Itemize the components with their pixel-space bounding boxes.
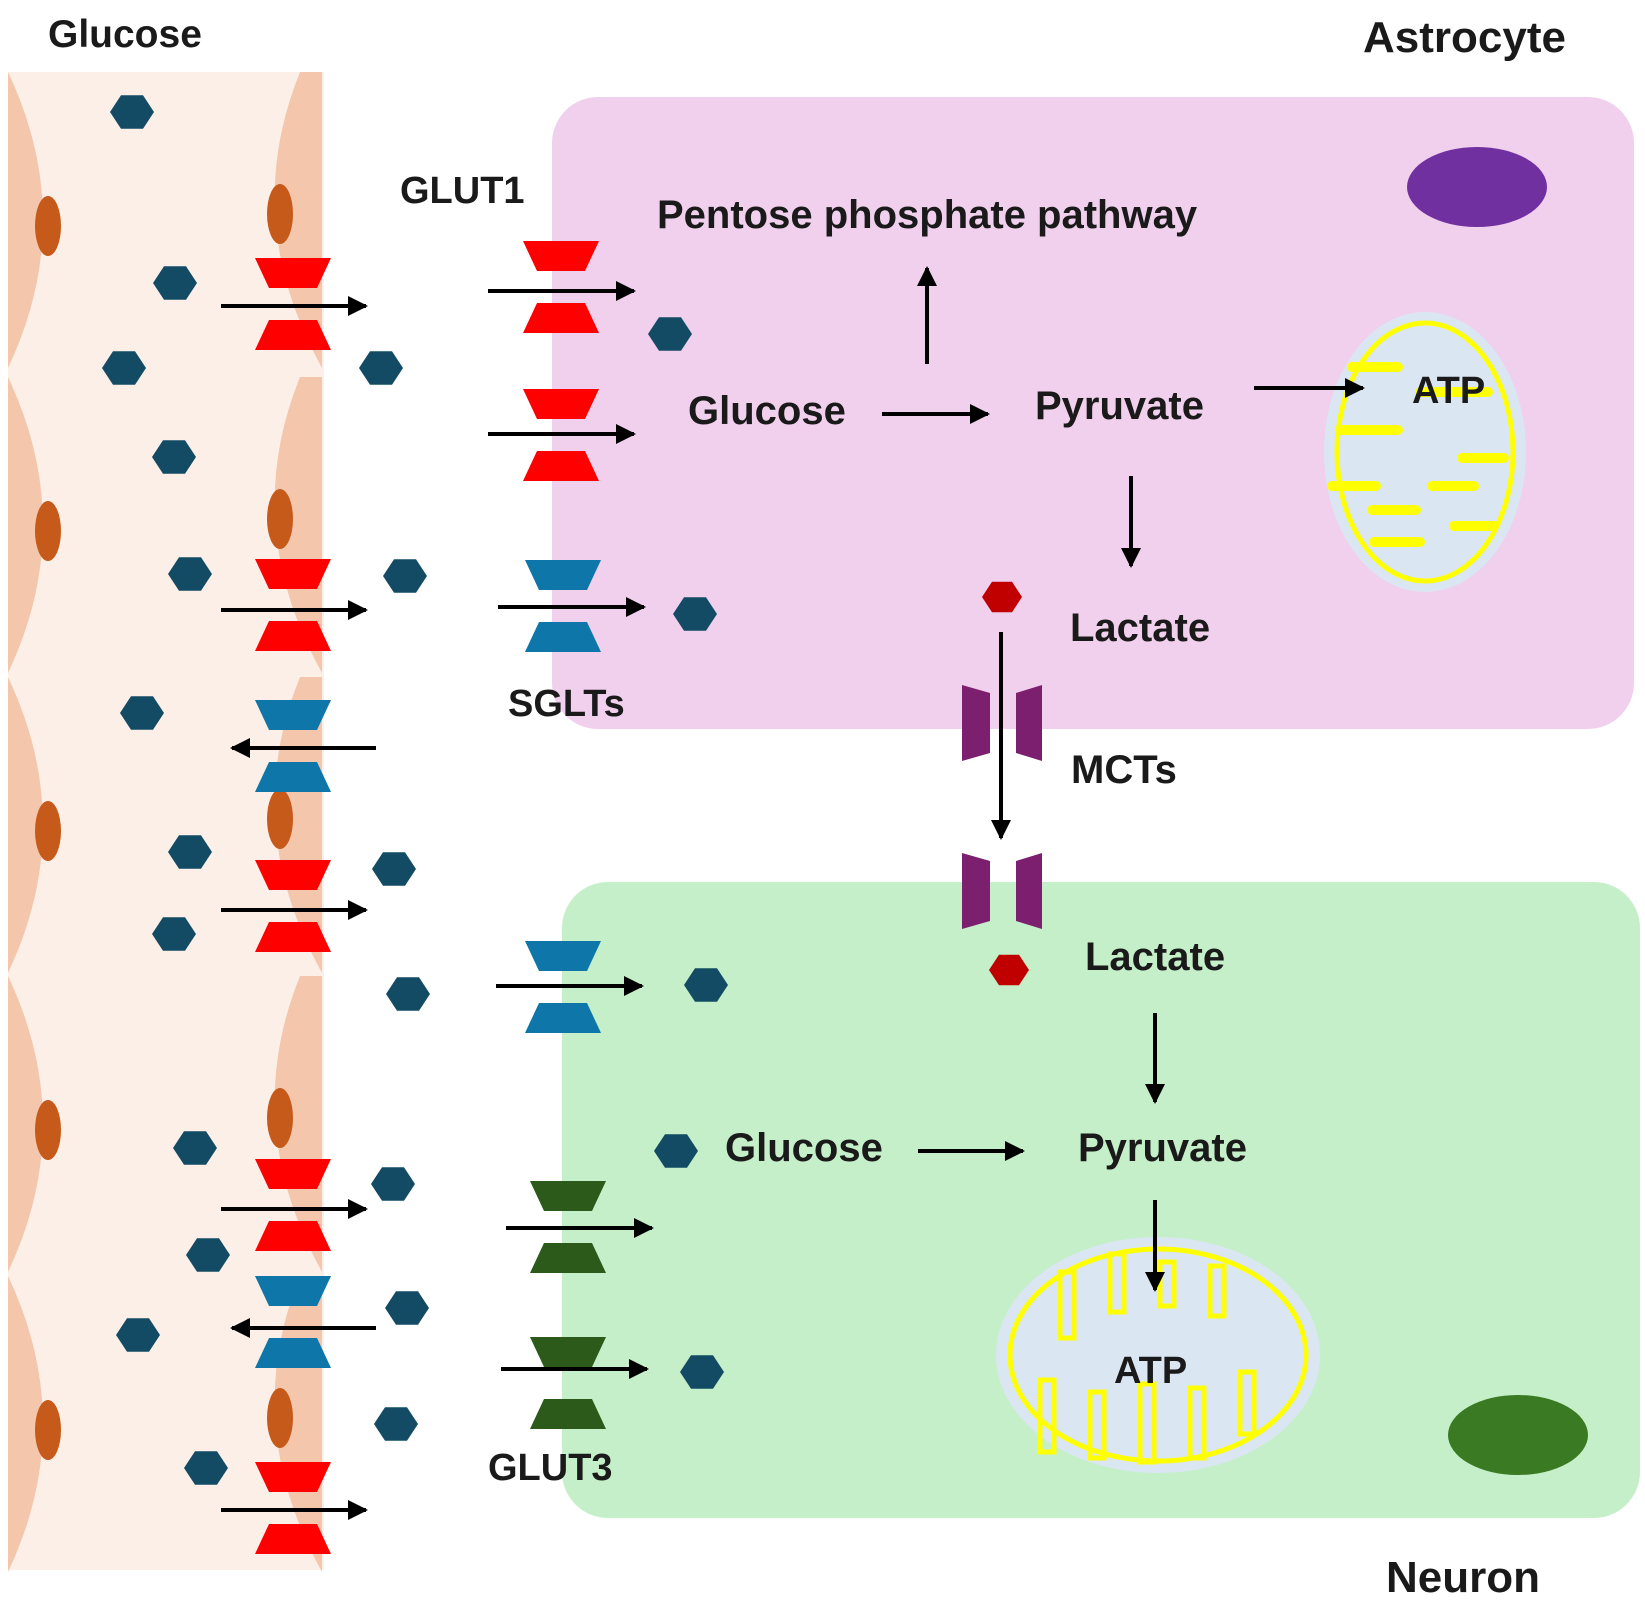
glut3-transporter — [530, 1337, 606, 1429]
endothelial-cell — [274, 976, 322, 1272]
glut1-transporter — [255, 559, 331, 651]
glucose-molecule — [116, 1318, 160, 1352]
endothelial-cell — [274, 377, 322, 673]
glucose-molecule — [173, 1131, 217, 1165]
arrows — [221, 266, 1365, 1520]
sglts-label: SGLTs — [508, 683, 625, 725]
glucose-molecule — [673, 597, 717, 631]
astrocyte-lactate-label: Lactate — [1070, 606, 1210, 650]
glucose-molecule — [186, 1238, 230, 1272]
glucose-molecule — [684, 968, 728, 1002]
glut1-transporter — [523, 241, 599, 333]
endothelial-cell — [8, 1276, 43, 1572]
neuron-lactate-label: Lactate — [1085, 935, 1225, 979]
endothelial-cell — [8, 377, 43, 673]
astrocyte-nucleus — [1407, 147, 1547, 227]
endothelial-nucleus — [35, 501, 61, 561]
astrocyte-body — [552, 97, 1634, 729]
glucose-molecule — [168, 835, 212, 869]
labels: Glucose Astrocyte Neuron GLUT1 SGLTs GLU… — [48, 13, 1566, 1602]
glut1-transporter — [255, 860, 331, 952]
astrocyte-atp-label: ATP — [1412, 370, 1485, 412]
endothelial-nucleus — [35, 1400, 61, 1460]
astrocyte-label: Astrocyte — [1363, 13, 1566, 62]
mct-transporter-neuron — [962, 853, 1042, 929]
glucose-molecule — [153, 266, 197, 300]
glucose-molecule — [372, 852, 416, 886]
endothelial-nucleus — [35, 196, 61, 256]
lactate-molecule — [989, 954, 1029, 986]
neuron-pyruvate-label: Pyruvate — [1078, 1126, 1247, 1170]
glut1-label: GLUT1 — [400, 170, 525, 212]
endothelial-cell — [274, 72, 322, 368]
glucose-molecule — [680, 1355, 724, 1389]
glucose-molecule — [385, 1291, 429, 1325]
glucose-molecule — [110, 95, 154, 129]
glucose-molecule — [168, 557, 212, 591]
glucose-molecule — [102, 351, 146, 385]
glut1-transporter — [255, 258, 331, 350]
glut1-transporter — [255, 1159, 331, 1251]
lactate-molecule — [982, 581, 1022, 613]
endothelial-nucleus — [267, 1088, 293, 1148]
endothelial-nucleus — [267, 1388, 293, 1448]
astrocyte-cell — [552, 97, 1634, 729]
sglt-transporter — [255, 700, 331, 792]
astrocyte-pyruvate-label: Pyruvate — [1035, 384, 1204, 428]
sglt-transporter — [525, 560, 601, 652]
neuron-cell — [562, 882, 1640, 1518]
sglt-transporter — [525, 941, 601, 1033]
endothelial-cell — [274, 677, 322, 973]
glucose-molecule — [386, 977, 430, 1011]
mcts-label: MCTs — [1071, 748, 1177, 792]
glucose-molecule — [184, 1451, 228, 1485]
glucose-molecule — [374, 1407, 418, 1441]
glut3-label: GLUT3 — [488, 1447, 613, 1489]
neuron-label: Neuron — [1386, 1553, 1540, 1602]
neuron-glucose-label: Glucose — [725, 1126, 883, 1170]
transporters — [255, 241, 1042, 1554]
glucose-molecule — [648, 317, 692, 351]
mct-transporter-astrocyte — [962, 685, 1042, 761]
astrocyte-mitochondrion — [1324, 312, 1526, 592]
astrocyte-glucose-label: Glucose — [688, 389, 846, 433]
glut1-transporter — [523, 389, 599, 481]
molecules — [102, 95, 1029, 1485]
endothelial-cell — [8, 976, 43, 1272]
glut1-transporter — [255, 1462, 331, 1554]
glucose-molecule — [383, 559, 427, 593]
glucose-molecule — [152, 440, 196, 474]
glucose-outside-label: Glucose — [48, 13, 202, 56]
glucose-molecule — [120, 696, 164, 730]
endothelial-nucleus — [267, 184, 293, 244]
endothelial-cell — [8, 677, 43, 973]
endothelial-cell — [8, 72, 43, 368]
glucose-molecule — [152, 917, 196, 951]
endothelial-nucleus — [267, 489, 293, 549]
neuron-body — [562, 882, 1640, 1518]
endothelial-cells — [8, 72, 322, 1572]
sglt-transporter — [255, 1276, 331, 1368]
neuron-mitochondrion — [996, 1237, 1320, 1473]
endothelial-nucleus — [35, 1100, 61, 1160]
neuron-nucleus — [1448, 1395, 1588, 1475]
glucose-molecule — [359, 351, 403, 385]
neuron-atp-label: ATP — [1114, 1350, 1187, 1392]
glucose-molecule — [371, 1167, 415, 1201]
glucose-molecule — [654, 1134, 698, 1168]
glut3-transporter — [530, 1181, 606, 1273]
pentose-phosphate-pathway-label: Pentose phosphate pathway — [657, 193, 1198, 237]
endothelial-nucleus — [35, 801, 61, 861]
endothelial-nucleus — [267, 789, 293, 849]
